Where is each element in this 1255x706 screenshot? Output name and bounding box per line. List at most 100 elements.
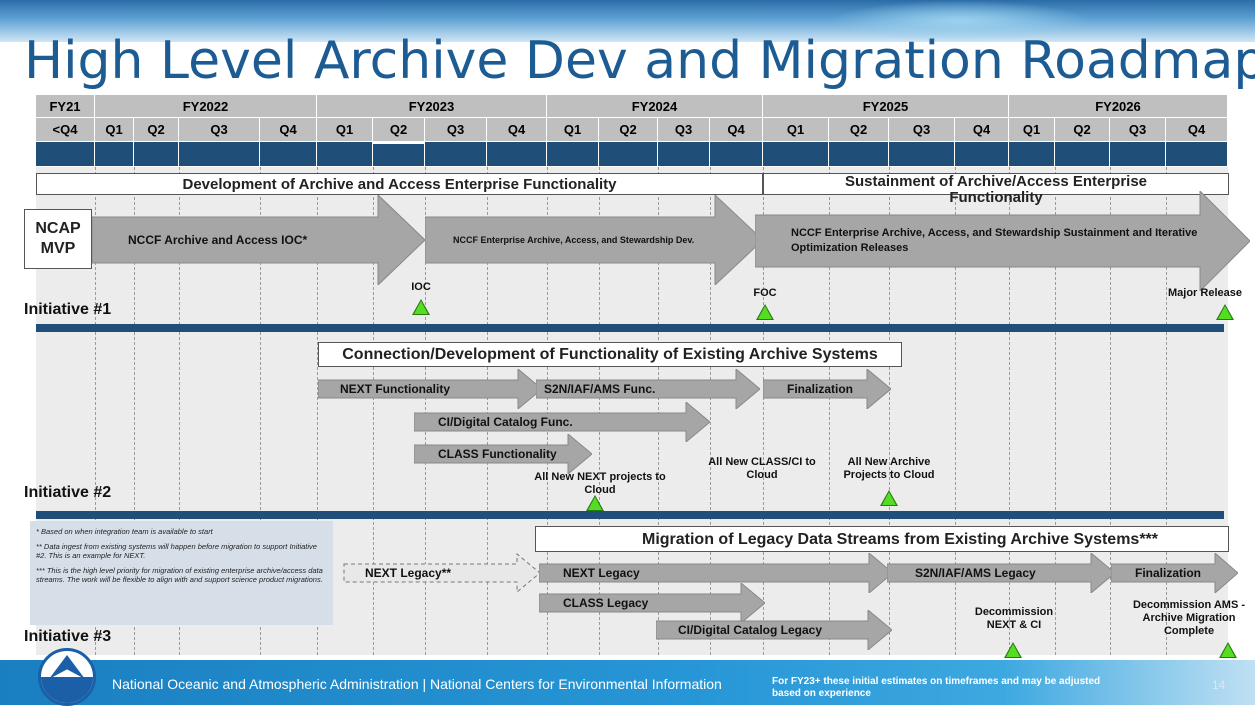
quarter-header-6: Q2	[373, 118, 425, 142]
initiative-1-divider	[36, 324, 1224, 332]
initiative-2-divider	[36, 511, 1224, 519]
quarter-bar-4	[260, 142, 317, 166]
next-functionality-arrow-label: NEXT Functionality	[340, 381, 451, 396]
milestone-ioc-icon	[412, 299, 430, 315]
finalization-3-arrow: Finalization	[1111, 553, 1238, 593]
quarter-gridline	[547, 167, 548, 655]
quarter-bar-14	[829, 142, 889, 166]
ioc-arrow: NCCF Archive and Access IOC*	[92, 195, 425, 285]
year-header-2: FY2023	[317, 95, 547, 118]
quarter-bar-18	[1055, 142, 1110, 166]
quarter-gridline	[373, 167, 374, 655]
s2n-func-arrow-shape	[536, 369, 760, 409]
noaa-sea-shape	[41, 677, 93, 703]
milestone-next-cloud-icon	[586, 495, 604, 511]
page-number: 14	[1212, 678, 1226, 692]
ioc-arrow-label: NCCF Archive and Access IOC*	[128, 232, 308, 247]
quarter-header-3: Q3	[179, 118, 260, 142]
quarter-header-20: Q4	[1166, 118, 1228, 142]
quarter-gridline	[260, 167, 261, 655]
milestone-next-cloud-label: All New NEXT projects to Cloud	[534, 471, 666, 496]
ioc-arrow-shape	[92, 195, 425, 285]
year-header-4: FY2025	[763, 95, 1009, 118]
class-legacy-arrow: CLASS Legacy	[539, 583, 765, 623]
milestone-decommission-next-ci-label: Decommission NEXT & CI	[974, 606, 1054, 631]
s2n-func-arrow: S2N/IAF/AMS Func.	[536, 369, 760, 409]
stewardship-dev-arrow-label: NCCF Enterprise Archive, Access, and Ste…	[453, 234, 695, 245]
ci-catalog-func-arrow-shape	[414, 402, 710, 442]
sustainment-releases-arrow-shape	[755, 191, 1250, 291]
class-functionality-arrow-shape	[414, 434, 592, 474]
next-legacy-dashed-arrow: NEXT Legacy**	[343, 553, 541, 593]
s2n-legacy-arrow-shape	[887, 553, 1115, 593]
quarter-gridline	[95, 167, 96, 655]
banner-decoration	[830, 0, 1090, 42]
quarter-bar-5	[317, 142, 373, 166]
quarter-bar-17	[1009, 142, 1055, 166]
quarter-bar-10	[599, 142, 658, 166]
quarter-header-9: Q1	[547, 118, 599, 142]
quarter-gridline	[710, 167, 711, 655]
milestone-class-ci-cloud-label: All New CLASS/CI to Cloud	[708, 456, 816, 481]
quarter-gridline	[829, 167, 830, 655]
next-legacy-arrow-label: NEXT Legacy	[563, 565, 640, 580]
header-banner-image	[0, 0, 1255, 42]
quarter-header-17: Q1	[1009, 118, 1055, 142]
footer-note: For FY23+ these initial estimates on tim…	[772, 676, 1101, 699]
initiative-3-label: Initiative #3	[24, 628, 112, 645]
milestone-decommission-next-ci-icon	[1004, 642, 1022, 658]
quarter-gridline	[317, 167, 318, 655]
quarter-header-16: Q4	[955, 118, 1009, 142]
milestone-foc-label: FOC	[753, 287, 777, 299]
quarter-header-12: Q4	[710, 118, 763, 142]
ci-catalog-func-arrow-label: CI/Digital Catalog Func.	[438, 414, 573, 429]
finalization-2-arrow: Finalization	[763, 369, 891, 409]
ncap-mvp-box: NCAP MVP	[24, 209, 92, 269]
quarter-header-15: Q3	[889, 118, 955, 142]
quarter-gridline	[658, 167, 659, 655]
noaa-bird-shape	[49, 655, 85, 679]
finalization-2-arrow-label: Finalization	[787, 381, 853, 396]
sustainment-releases-arrow-label: NCCF Enterprise Archive, Access, and Ste…	[791, 227, 1198, 254]
quarter-gridline	[1009, 167, 1010, 655]
quarter-header-19: Q3	[1110, 118, 1166, 142]
quarter-bar-9	[547, 142, 599, 166]
year-header-3: FY2024	[547, 95, 763, 118]
quarter-bar-2	[134, 142, 179, 166]
quarter-gridline	[487, 167, 488, 655]
quarter-gridline	[179, 167, 180, 655]
finalization-3-arrow-label: Finalization	[1135, 565, 1201, 580]
quarter-header-10: Q2	[599, 118, 658, 142]
initiative-1-label: Initiative #1	[24, 301, 112, 318]
ci-catalog-func-arrow: CI/Digital Catalog Func.	[414, 402, 710, 442]
quarter-header-2: Q2	[134, 118, 179, 142]
s2n-legacy-arrow-label: S2N/IAF/AMS Legacy	[915, 565, 1036, 580]
milestone-archive-cloud-icon	[880, 490, 898, 506]
quarter-header-5: Q1	[317, 118, 373, 142]
footnote-1: * Based on when integration team is avai…	[36, 527, 213, 536]
quarter-gridline	[889, 167, 890, 655]
quarter-bar-8	[487, 142, 547, 166]
finalization-2-arrow-shape	[763, 369, 891, 409]
quarter-header-8: Q4	[487, 118, 547, 142]
noaa-logo	[38, 648, 96, 706]
class-functionality-arrow-label: CLASS Functionality	[438, 446, 557, 461]
next-legacy-dashed-arrow-label: NEXT Legacy**	[365, 565, 452, 580]
quarter-gridline	[763, 167, 764, 655]
footnote-2: ** Data ingest from existing systems wil…	[36, 542, 317, 560]
next-functionality-arrow-shape	[318, 369, 542, 409]
quarter-header-13: Q1	[763, 118, 829, 142]
sustainment-box: Sustainment of Archive/Access Enterprise…	[763, 173, 1229, 206]
quarter-bar-13	[763, 142, 829, 166]
next-functionality-arrow: NEXT Functionality	[318, 369, 542, 409]
quarter-header-1: Q1	[95, 118, 134, 142]
quarter-bar-11	[658, 142, 710, 166]
quarter-bar-1	[95, 142, 134, 166]
quarter-bar-20	[1166, 142, 1228, 166]
year-header-0: FY21	[36, 95, 95, 118]
year-header-5: FY2026	[1009, 95, 1228, 118]
quarter-header-18: Q2	[1055, 118, 1110, 142]
milestone-major-release-label: Major Release	[1168, 287, 1242, 299]
quarter-header-0: <Q4	[36, 118, 95, 142]
quarter-gridline	[1166, 167, 1167, 655]
